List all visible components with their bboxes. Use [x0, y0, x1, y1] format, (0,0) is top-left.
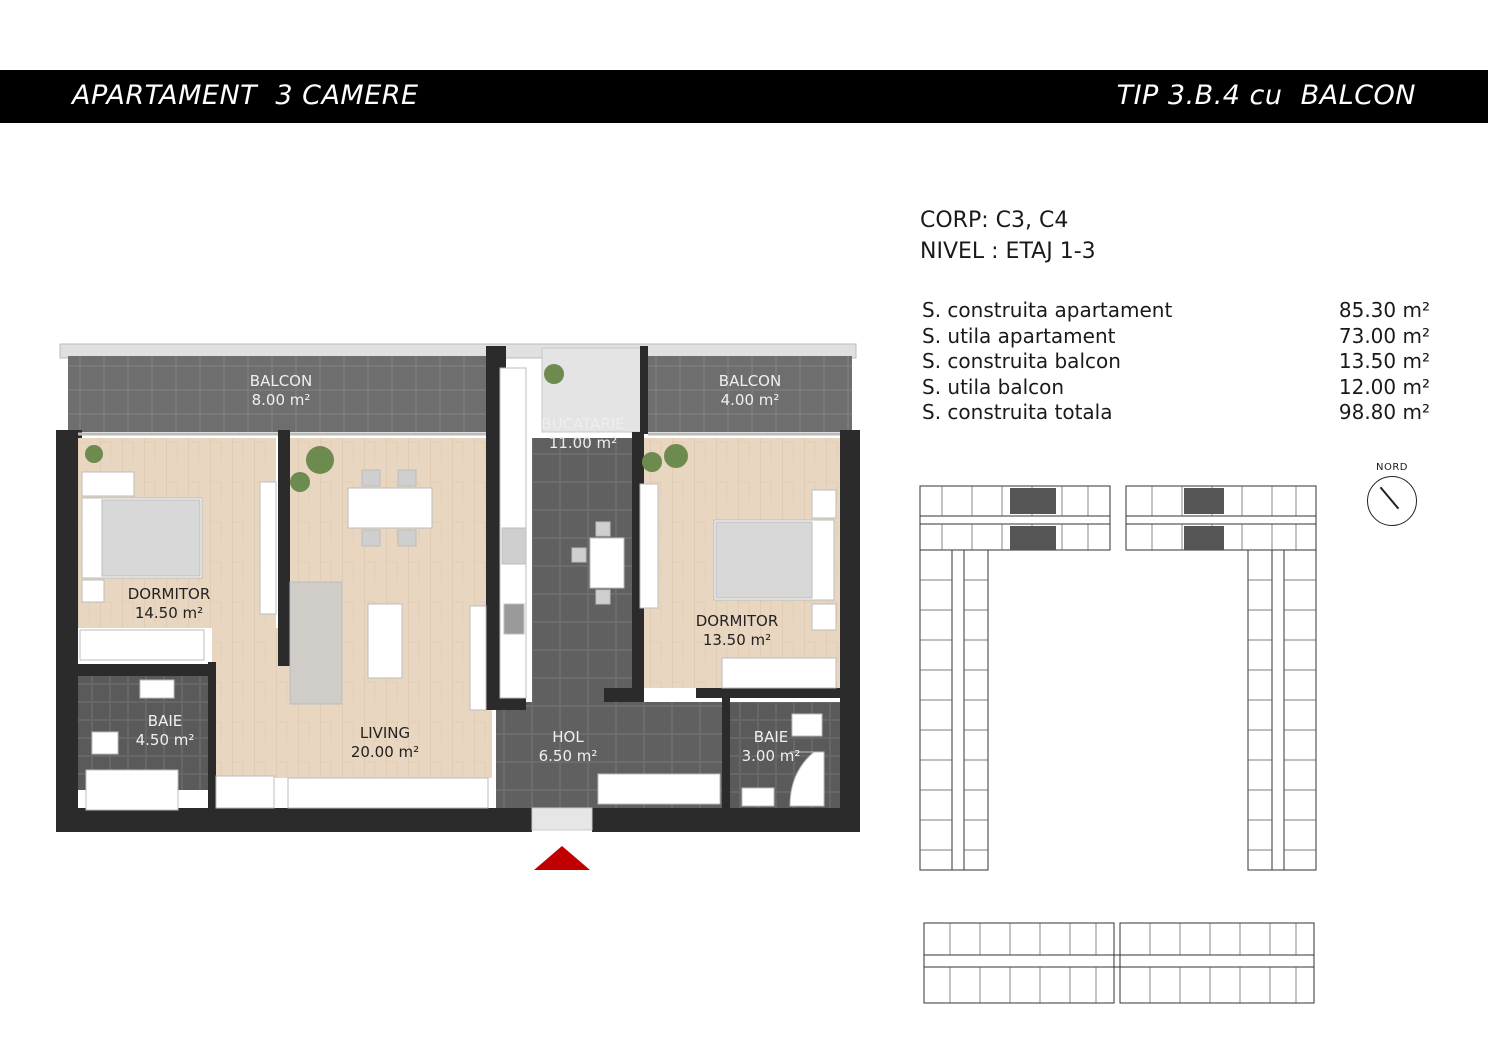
area-label: S. utila apartament: [922, 323, 1116, 348]
area-value: 13.50 m²: [1338, 349, 1430, 373]
area-value: 85.30 m²: [1338, 298, 1430, 322]
area-row: S. construita totala 98.80 m²: [922, 400, 1430, 426]
walls: [56, 346, 860, 832]
area-value: 98.80 m²: [1338, 400, 1430, 424]
compass-needle-icon: [1379, 486, 1400, 510]
area-value: 73.00 m²: [1338, 323, 1430, 348]
area-label: S. construita balcon: [922, 349, 1121, 373]
site-plan-drawing: [919, 485, 1317, 871]
site-plan: [912, 480, 1332, 884]
area-label: S. construita totala: [922, 400, 1113, 424]
header-bar: APARTAMENT 3 CAMERE TIP 3.B.4 cu BALCON: [0, 70, 1488, 123]
compass-circle: [1367, 476, 1417, 526]
area-value: 12.00 m²: [1338, 374, 1430, 399]
area-row: S. utila apartament 73.00 m²: [922, 324, 1430, 350]
north-compass: NORD: [1366, 462, 1418, 526]
area-label: S. utila balcon: [922, 374, 1065, 399]
ground-plan: [920, 915, 1320, 1011]
area-row: S. construita apartament 85.30 m²: [922, 298, 1430, 324]
balcony-left-floor: [68, 356, 486, 432]
building-info: CORP: C3, C4 NIVEL : ETAJ 1-3: [920, 205, 1096, 267]
entrance-arrow: [534, 846, 590, 870]
area-table: S. construita apartament 85.30 m² S. uti…: [922, 298, 1430, 426]
area-label: S. construita apartament: [922, 298, 1173, 322]
apartment-type: TIP 3.B.4 cu BALCON: [1116, 80, 1416, 111]
ground-plan-drawing: [923, 922, 1315, 1004]
north-label: NORD: [1376, 462, 1408, 473]
apartment-title: APARTAMENT 3 CAMERE: [72, 80, 419, 111]
highlighted-units: [1010, 488, 1224, 550]
nivel-label: NIVEL : ETAJ 1-3: [920, 239, 1096, 264]
area-row: S. construita balcon 13.50 m²: [922, 349, 1430, 375]
corp-label: CORP: C3, C4: [920, 208, 1069, 233]
plant-icons: [85, 364, 688, 492]
area-row: S. utila balcon 12.00 m²: [922, 375, 1430, 401]
floor-plan-drawing: [56, 343, 860, 870]
balcony-right-floor: [646, 356, 852, 432]
